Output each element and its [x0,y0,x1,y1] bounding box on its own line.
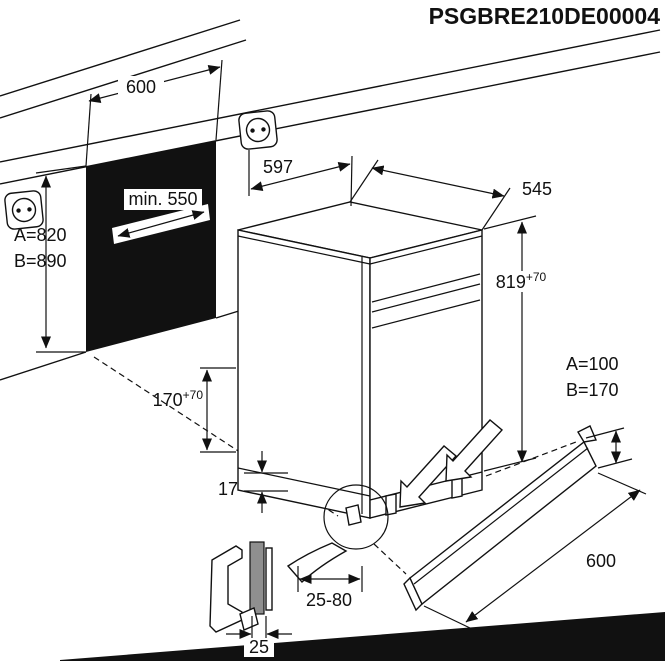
appliance-foot [451,477,463,499]
plinth-height-a-label: A=100 [566,354,619,374]
extension-line [85,93,92,167]
niche-opening [86,141,216,352]
plinth-length-label: 600 [586,551,616,571]
airflow-arrow-icon [399,445,458,508]
label-background [301,590,358,610]
projection-dashed-line [373,543,407,575]
appliance-height-label: 819+70 [496,270,547,292]
outlet-pin-hole [250,128,255,133]
label-background [124,189,202,210]
appliance-height-tolerance: +70 [526,270,547,284]
model-code: PSGBRE210DE00004 [429,3,661,29]
airflow-arrows [399,419,504,508]
mounting-bracket-detail [209,541,273,633]
outlet-pin-hole [27,207,32,212]
appliance-depth-label: 545 [522,179,552,199]
power-outlet-icon [238,110,278,150]
wall-and-worktop-lines [0,19,661,381]
dimension-arrow [117,210,205,238]
panel-cross-section [265,547,273,611]
top-clearance-label: 597 [263,157,293,177]
adjustable-foot [345,504,362,526]
plinth-panel-flange [577,425,597,443]
label-background [118,76,164,97]
dim-appliance-depth: 545 [349,159,560,231]
extension-line [481,187,511,231]
plinth-height-b-label: B=170 [566,380,619,400]
detail-callout [286,484,389,584]
projection-dashed-line [485,441,577,477]
outlet-socket [11,197,37,223]
power-outlet-icon [4,190,44,230]
dim-niche-height: A=820 B=890 [14,165,87,353]
vent-clearance-tolerance: +70 [183,388,204,402]
extension-line [423,605,471,629]
label-background [488,271,555,292]
extension-line [215,59,223,141]
dim-niche-width: 600 [85,59,223,167]
airflow-arrow-icon [445,419,504,482]
dim-top-clearance: 597 [248,150,353,207]
worktop-front-edge-line [0,29,661,163]
door-handle-groove [371,283,481,313]
extension-line [350,155,353,207]
niche-height-a-label: A=820 [14,225,67,245]
dim-niche-depth: min. 550 [112,189,210,244]
door-top-inner-line [369,235,483,265]
extension-line [349,159,379,203]
extension-line [585,427,625,439]
label-background [256,158,300,176]
dimension-arrow [371,165,505,199]
door-handle-groove [371,273,481,303]
extension-line [483,215,537,230]
label-background [577,551,627,571]
foot-cross-section [239,607,259,631]
dim-base-inset: 17 [218,451,288,513]
appliance-foot [385,493,397,516]
appliance-drawing [237,201,483,519]
bracket-profile [209,545,243,633]
outlet-pin-hole [16,208,21,213]
vent-clearance-label: 170+70 [153,388,204,410]
label-background [244,638,274,657]
dim-vent-clearance: 170+70 [153,367,236,453]
plinth-cross-section [249,541,265,615]
outlet-pin-hole [261,127,266,132]
vent-clearance-value: 170 [153,390,183,410]
upper-cabinet-edge-line [0,19,241,97]
detail-callout-circle [323,484,389,550]
dim-appliance-height: 819+70 [483,215,555,472]
worktop-bottom-edge-line [0,51,661,185]
dim-adjust-range: 25-80 [297,566,363,610]
extension-line [597,458,633,469]
appliance-side-face [237,229,371,519]
niche-width-label: 600 [126,77,156,97]
door-handle-groove [371,299,481,329]
dim-plinth-length: 600 [423,472,647,629]
niche-height-b-label: B=890 [14,251,67,271]
outlet-socket [245,117,271,143]
callout-pointer [286,542,348,584]
dimension-arrow [250,161,351,192]
dimension-arrow [465,489,641,623]
label-background [514,180,560,199]
base-inset-label: 17 [218,479,238,499]
top-edge-inner-line [237,235,371,265]
adjust-range-label: 25-80 [306,590,352,610]
dim-plinth-height: A=100 B=170 [566,354,633,469]
extension-line [35,165,87,174]
plinth-thickness-label: 25 [249,637,269,657]
dim-plinth-thickness: 25 [226,616,292,657]
floor-edge-line [0,351,87,381]
floor-strip [60,612,665,661]
appliance-height-value: 819 [496,272,526,292]
niche-depth-label: min. 550 [128,189,197,209]
